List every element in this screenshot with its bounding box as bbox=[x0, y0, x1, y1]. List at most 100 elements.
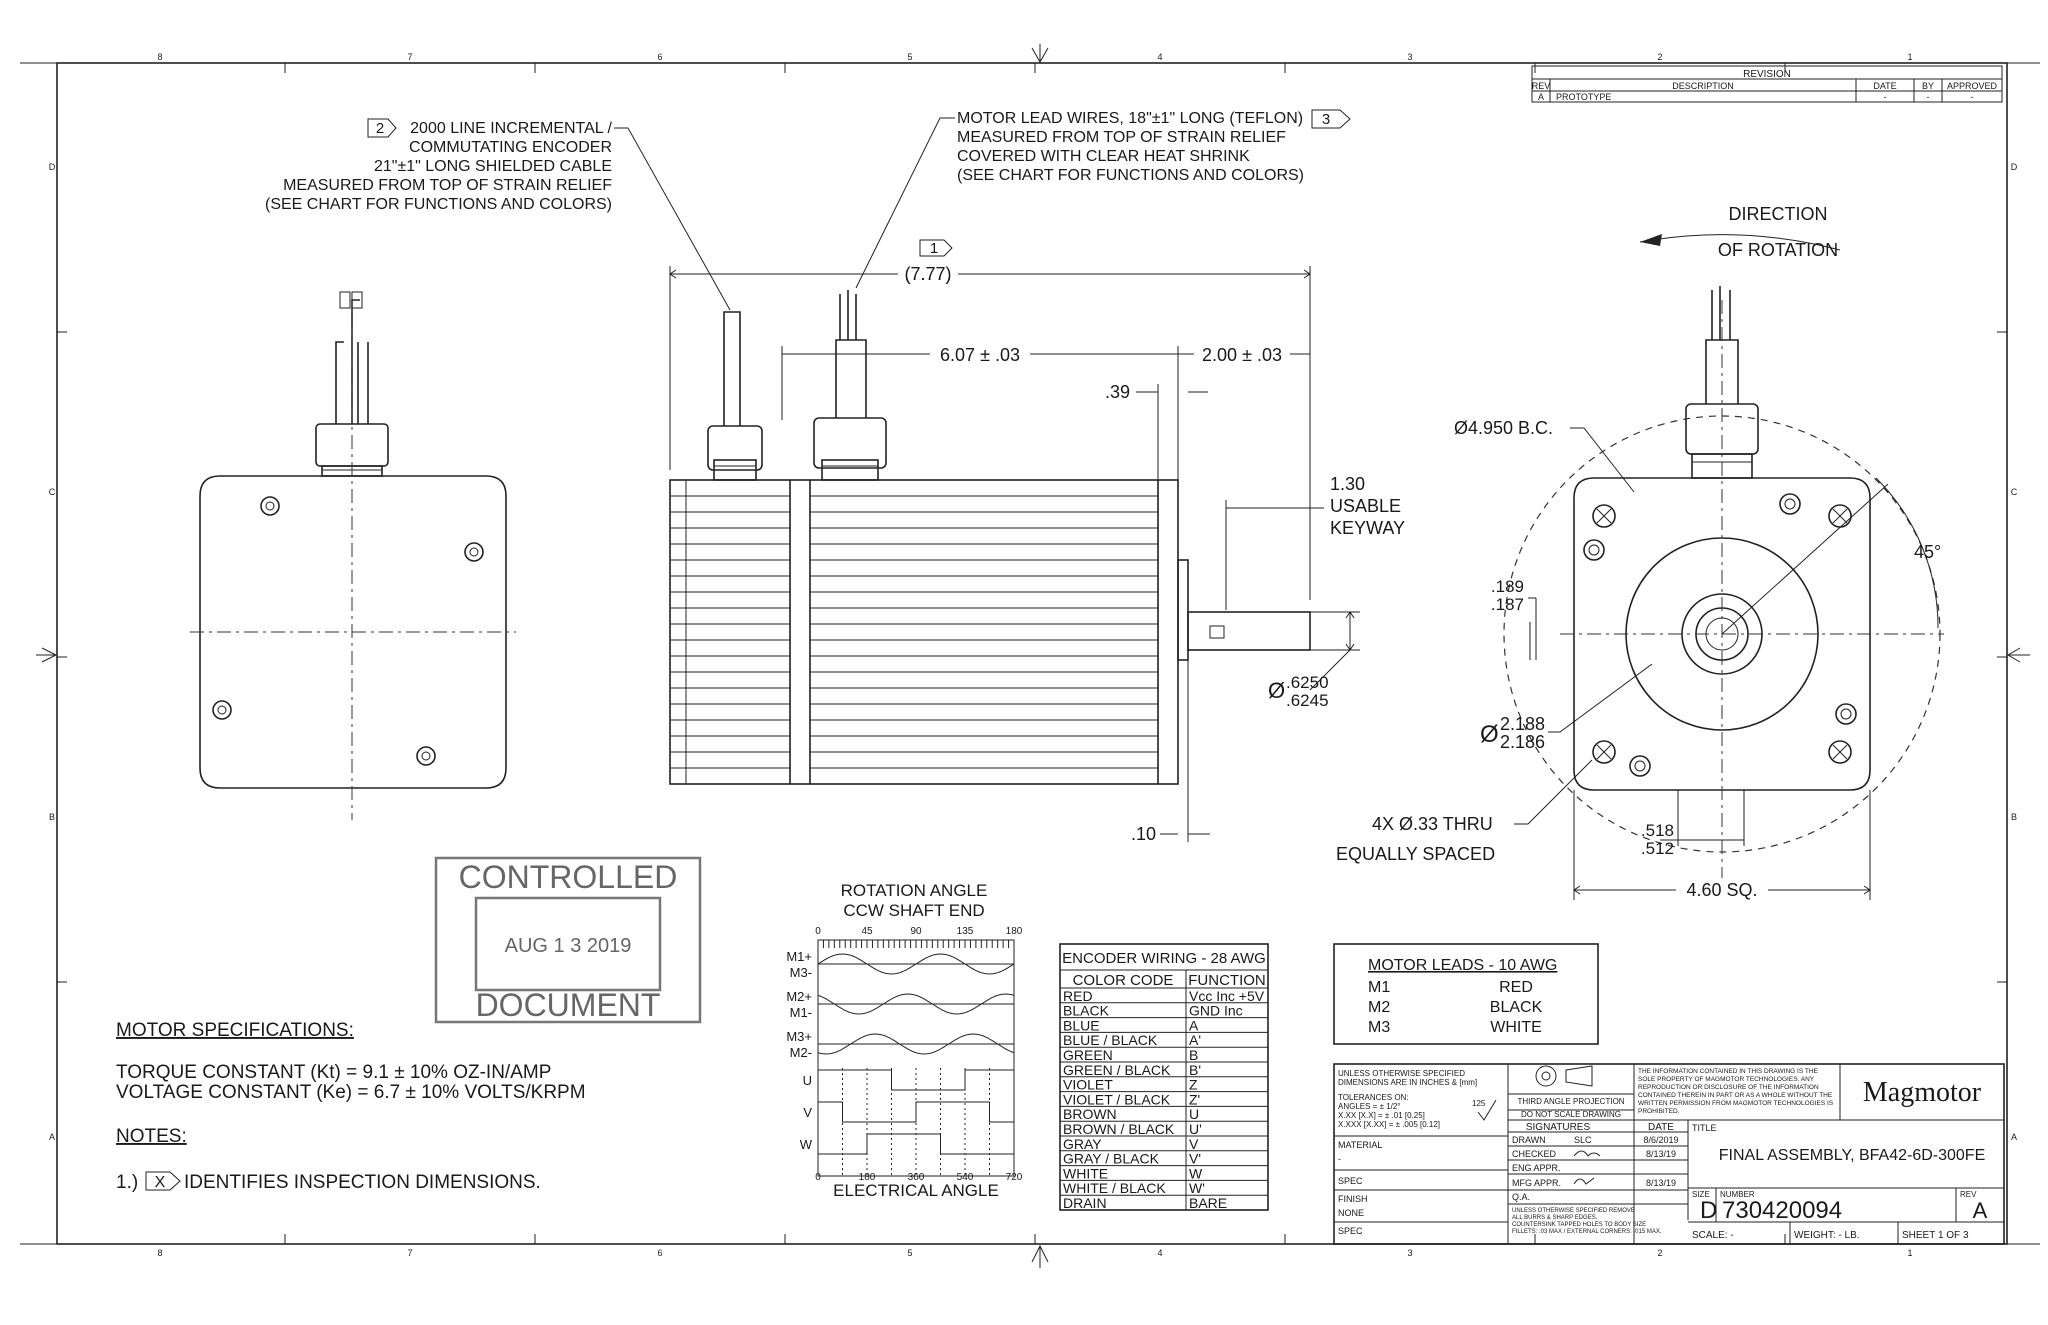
center-mark-top-icon bbox=[1031, 44, 1049, 64]
proprietary-note: WRITTEN PERMISSION FROM MAGMOTOR TECHNOL… bbox=[1638, 1100, 1834, 1107]
callout-tag-box bbox=[367, 118, 397, 138]
shaft-diameter-min: .6245 bbox=[1286, 691, 1329, 710]
notes-title: NOTES: bbox=[116, 1126, 187, 1147]
encoder-callout: 2 2000 LINE INCREMENTAL / COMMUTATING EN… bbox=[265, 118, 731, 311]
rev-date: - bbox=[1884, 92, 1887, 102]
date-header: DATE bbox=[1648, 1122, 1674, 1133]
mounting-hole bbox=[1828, 504, 1852, 528]
encoder-color: VIOLET / BLACK bbox=[1063, 1091, 1171, 1107]
overall-tag: 1 bbox=[930, 240, 938, 257]
burr-note: COUNTERSINK TAPPED HOLES TO BODY SIZE bbox=[1512, 1222, 1646, 1228]
lead-strain-relief bbox=[813, 417, 887, 469]
proprietary-note: CONTAINED THEREIN IN PART OR AS A WHOLE … bbox=[1638, 1092, 1833, 1099]
motor-specifications: MOTOR SPECIFICATIONS: TORQUE CONSTANT (K… bbox=[116, 1020, 586, 1193]
encoder-color: VIOLET bbox=[1063, 1077, 1113, 1093]
front-screw bbox=[1583, 539, 1605, 561]
finish-label: FINISH bbox=[1338, 1194, 1368, 1204]
mfg-approval-label: MFG APPR. bbox=[1512, 1178, 1561, 1188]
revision-header: REVISION bbox=[1743, 69, 1791, 80]
zone-column-label: 3 bbox=[1407, 52, 1412, 62]
inspection-tag-box bbox=[919, 239, 953, 257]
encoder-function: W' bbox=[1189, 1180, 1205, 1196]
side-view bbox=[669, 290, 1311, 785]
note-tag: X bbox=[155, 1174, 166, 1191]
motor-lead-color: BLACK bbox=[1490, 999, 1543, 1016]
mfg-signature-icon bbox=[1573, 1177, 1595, 1185]
zone-row-label: B bbox=[2011, 812, 2017, 822]
callout-line: MOTOR LEAD WIRES, 18"±1" LONG (TEFLON) bbox=[957, 110, 1303, 127]
zone-column-label: 4 bbox=[1157, 1248, 1162, 1258]
proprietary-note: PROHIBITED. bbox=[1638, 1108, 1680, 1115]
square-value: 4.60 SQ. bbox=[1686, 880, 1757, 900]
qa-label: Q.A. bbox=[1512, 1192, 1530, 1202]
sheet-size: D bbox=[1700, 1197, 1717, 1224]
cooling-fins bbox=[670, 495, 1158, 769]
callout-line: MEASURED FROM TOP OF STRAIN RELIEF bbox=[957, 129, 1286, 146]
rotation-chart-frame bbox=[817, 939, 1015, 1177]
description-col-label: DESCRIPTION bbox=[1672, 81, 1734, 91]
zone-row-label: D bbox=[49, 162, 56, 172]
output-shaft bbox=[1187, 611, 1311, 651]
pilot-diameter-symbol: Ø bbox=[1480, 721, 1499, 748]
zone-column-label: 1 bbox=[1907, 1248, 1912, 1258]
checked-label: CHECKED bbox=[1512, 1149, 1557, 1159]
drawn-date: 8/6/2019 bbox=[1643, 1135, 1678, 1145]
projection-label: THIRD ANGLE PROJECTION bbox=[1517, 1097, 1624, 1106]
checked-date: 8/13/19 bbox=[1646, 1149, 1676, 1159]
bottom-tick-label: 0 bbox=[815, 1172, 821, 1183]
encoder-color: GREEN / BLACK bbox=[1063, 1062, 1171, 1078]
rotation-label-line2: OF ROTATION bbox=[1718, 240, 1838, 260]
mounting-hole bbox=[1828, 740, 1852, 764]
leader-line bbox=[855, 117, 955, 289]
hole-cross-icon bbox=[1596, 508, 1612, 524]
callout-line: (SEE CHART FOR FUNCTIONS AND COLORS) bbox=[265, 196, 612, 213]
top-tick-label: 45 bbox=[861, 926, 873, 937]
burr-note: ALL BURRS & SHARP EDGES, bbox=[1512, 1215, 1598, 1221]
mfg-approval-date: 8/13/19 bbox=[1646, 1178, 1676, 1188]
rotation-label-line1: DIRECTION bbox=[1729, 204, 1828, 224]
zone-column-label: 6 bbox=[657, 52, 662, 62]
title-label: TITLE bbox=[1692, 1123, 1717, 1133]
stamp-top-text: CONTROLLED bbox=[459, 859, 678, 895]
burr-note: FILLETS: .03 MAX / EXTERNAL CORNERS: .01… bbox=[1512, 1229, 1662, 1235]
rotation-chart-xlabel: ELECTRICAL ANGLE bbox=[833, 1181, 999, 1200]
rotation-chart-title1: ROTATION ANGLE bbox=[841, 881, 988, 900]
encoder-function: GND Inc bbox=[1189, 1003, 1243, 1019]
offset-min: .512 bbox=[1641, 839, 1674, 858]
tolerance-line: UNLESS OTHERWISE SPECIFIED bbox=[1338, 1069, 1465, 1078]
surface-finish-value: 125 bbox=[1472, 1099, 1486, 1108]
overall-length-label: (7.77) bbox=[904, 264, 951, 284]
key-width-min: .187 bbox=[1491, 595, 1524, 614]
bottom-tick-label: 360 bbox=[908, 1172, 925, 1183]
material-value: - bbox=[1338, 1154, 1341, 1164]
tolerance-line: X.XX [X.X] = ± .01 [0.25] bbox=[1338, 1111, 1425, 1120]
bottom-tick-label: 540 bbox=[957, 1172, 974, 1183]
encoder-color: BROWN / BLACK bbox=[1063, 1121, 1175, 1137]
drawing-title: FINAL ASSEMBLY, BFA42-6D-300FE bbox=[1719, 1147, 1986, 1164]
row-label: M1+ bbox=[786, 949, 812, 964]
front-flange bbox=[1573, 477, 1871, 791]
front-view bbox=[1503, 286, 1944, 880]
hole-cross-icon bbox=[1596, 744, 1612, 760]
rev-approved: - bbox=[1971, 92, 1974, 102]
encoder-function: A bbox=[1189, 1017, 1199, 1033]
pilot-diameter-min: 2.186 bbox=[1500, 732, 1545, 752]
center-mark-left-icon bbox=[36, 647, 58, 663]
date-col-label: DATE bbox=[1873, 81, 1896, 91]
encoder-function: A' bbox=[1189, 1032, 1201, 1048]
mounting-hole bbox=[1592, 740, 1616, 764]
callout-line: COMMUTATING ENCODER bbox=[409, 139, 612, 156]
pilot-length-value: .10 bbox=[1131, 824, 1156, 844]
spec2-label: SPEC bbox=[1338, 1226, 1363, 1236]
no-scale-label: DO NOT SCALE DRAWING bbox=[1521, 1110, 1621, 1119]
surface-finish-icon bbox=[1477, 1099, 1497, 1121]
motor-body bbox=[669, 479, 1179, 785]
pilot-diameter-max: 2.188 bbox=[1500, 714, 1545, 734]
encoder-wiring-table: ENCODER WIRING - 28 AWG COLOR CODE FUNCT… bbox=[1059, 943, 1269, 1211]
voltage-constant: VOLTAGE CONSTANT (Ke) = 6.7 ± 10% VOLTS/… bbox=[116, 1082, 586, 1103]
encoder-color: GRAY bbox=[1063, 1136, 1102, 1152]
rear-view bbox=[190, 291, 516, 820]
callout-tag-box bbox=[1311, 109, 1351, 129]
